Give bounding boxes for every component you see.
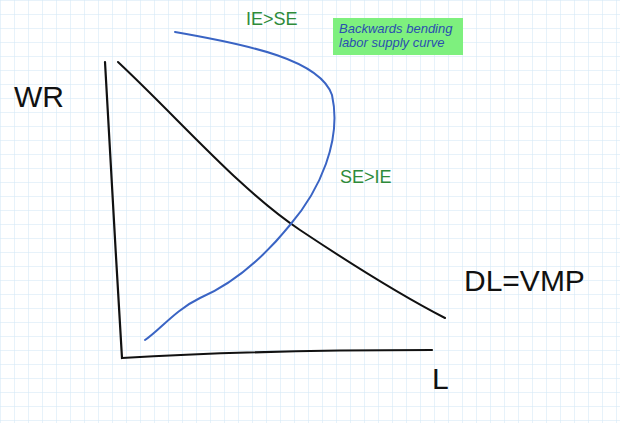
curve-label: DL=VMP — [464, 264, 585, 297]
highlighted-note: Backwards bending labor supply curve — [333, 18, 463, 55]
regime-label: SE>IE — [340, 168, 392, 188]
axis-label: L — [432, 362, 449, 395]
regime-label: IE>SE — [246, 10, 298, 30]
axis-label: WR — [14, 80, 64, 113]
axes — [105, 62, 432, 358]
demand-curve — [118, 62, 445, 318]
labor-supply-curve — [145, 32, 334, 340]
